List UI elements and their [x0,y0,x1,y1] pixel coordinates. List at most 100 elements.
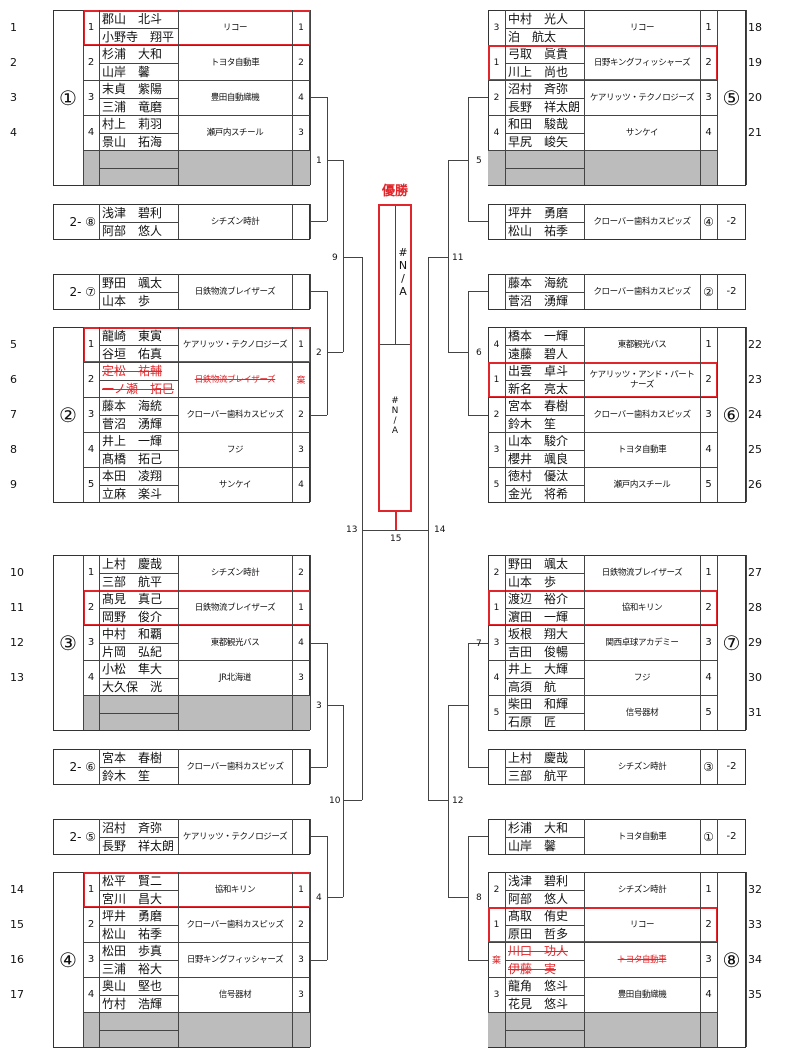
entry-result: 4 [705,444,712,455]
row-number: 1 [10,21,17,34]
table-border [99,819,100,854]
table-border [99,97,178,99]
table-border [505,379,584,381]
bracket-connector [448,897,468,898]
table-border [178,10,179,185]
bracket-connector [362,257,363,800]
player-name: 山本 歩 [102,293,151,308]
player-name: 松山 祐季 [508,223,569,238]
table-border [99,449,178,451]
bracket-connector [428,800,448,801]
row-number: 26 [748,478,762,491]
table-border [83,1012,310,1013]
table-border [292,872,293,1047]
row-number: 32 [748,883,762,896]
entry-result: 3 [705,92,712,103]
table-border [99,994,178,996]
entry-rank: 棄 [491,956,501,966]
player-name: 髙取 侑史 [508,909,569,924]
match-number: 8 [476,893,482,903]
table-border [584,872,585,1047]
wildcard-suffix: -2 [726,761,737,772]
table-border [746,10,747,185]
table-border [700,872,701,1047]
entry-result: 4 [298,637,304,648]
wildcard-table [488,274,746,310]
entry-rank: 4 [87,989,95,1000]
entry-result: 2 [298,409,304,420]
bracket-connector [310,415,327,416]
team-name: サンケイ [218,479,252,490]
player-name: 長野 祥太朗 [102,838,175,853]
team-name: 日鉄物流ブレイザーズ [194,374,276,385]
entry-result: 3 [705,954,712,965]
table-border [292,819,293,854]
table-border [99,555,100,730]
table-border [488,1012,717,1013]
bracket-connector [327,897,343,898]
table-border [505,607,584,609]
team-name: 日野キングフィッシャーズ [593,57,691,68]
row-number: 28 [748,601,762,614]
entry-rank: 5 [87,479,95,490]
table-border [99,414,178,416]
wildcard-suffix: -2 [726,286,737,297]
table-border [584,749,585,784]
entry-result: 3 [298,127,304,138]
player-name: 岡野 俊介 [102,609,163,624]
match-number: 1 [316,156,322,166]
row-number: 7 [10,408,17,421]
entry-rank: 1 [87,567,95,578]
player-name: 井上 大輝 [508,662,569,677]
table-border [505,221,584,223]
entry-rank: 3 [493,989,500,1000]
match-number: 5 [476,156,482,166]
wildcard-seed: ④ [703,214,714,229]
player-name: 川口 功人 [508,944,569,959]
table-border [99,872,100,1047]
team-name: 瀬戸内スチール [613,479,671,490]
entry-result: 2 [705,602,712,613]
table-border [584,327,585,502]
table-border [488,397,717,398]
table-border [292,555,293,730]
table-border [488,590,717,591]
player-name: 宮本 春樹 [102,751,163,766]
team-name: シチズン時計 [617,884,667,895]
wildcard-seed: 2- ⑥ [69,759,96,774]
entry-result: 1 [298,602,304,613]
table-border [700,819,701,854]
table-border [505,572,584,574]
champion-bottom-value: #N/A [390,396,400,436]
player-name: 山本 歩 [508,574,557,589]
team-name: 関西卓球アカデミー [605,637,679,648]
team-name: 協和キリン [214,884,256,895]
team-name: 瀬戸内スチール [206,127,264,138]
team-name: ケアリッツ・テクノロジーズ [589,92,695,103]
table-border [99,712,178,714]
bracket-connector [327,291,328,415]
team-name: シチズン時計 [210,567,260,578]
table-border [99,274,100,309]
table-border [505,994,584,996]
table-border [292,274,293,309]
entry-rank: 5 [493,479,500,490]
table-border [488,942,717,943]
table-border [99,27,178,29]
entry-rank: 2 [493,92,500,103]
player-name: 松山 祐季 [102,926,163,941]
player-name: 宮川 昌大 [102,891,163,906]
row-number: 8 [10,443,17,456]
team-name: フジ [633,672,651,683]
table-border [99,924,178,926]
player-name: 中村 和覇 [102,627,163,642]
table-border [505,27,584,29]
table-border [99,204,100,239]
table-border [746,555,747,730]
row-number: 30 [748,671,762,684]
table-border [700,327,701,502]
player-name: 景山 拓海 [102,134,163,149]
entry-rank: 1 [87,22,95,33]
table-border [488,695,717,696]
